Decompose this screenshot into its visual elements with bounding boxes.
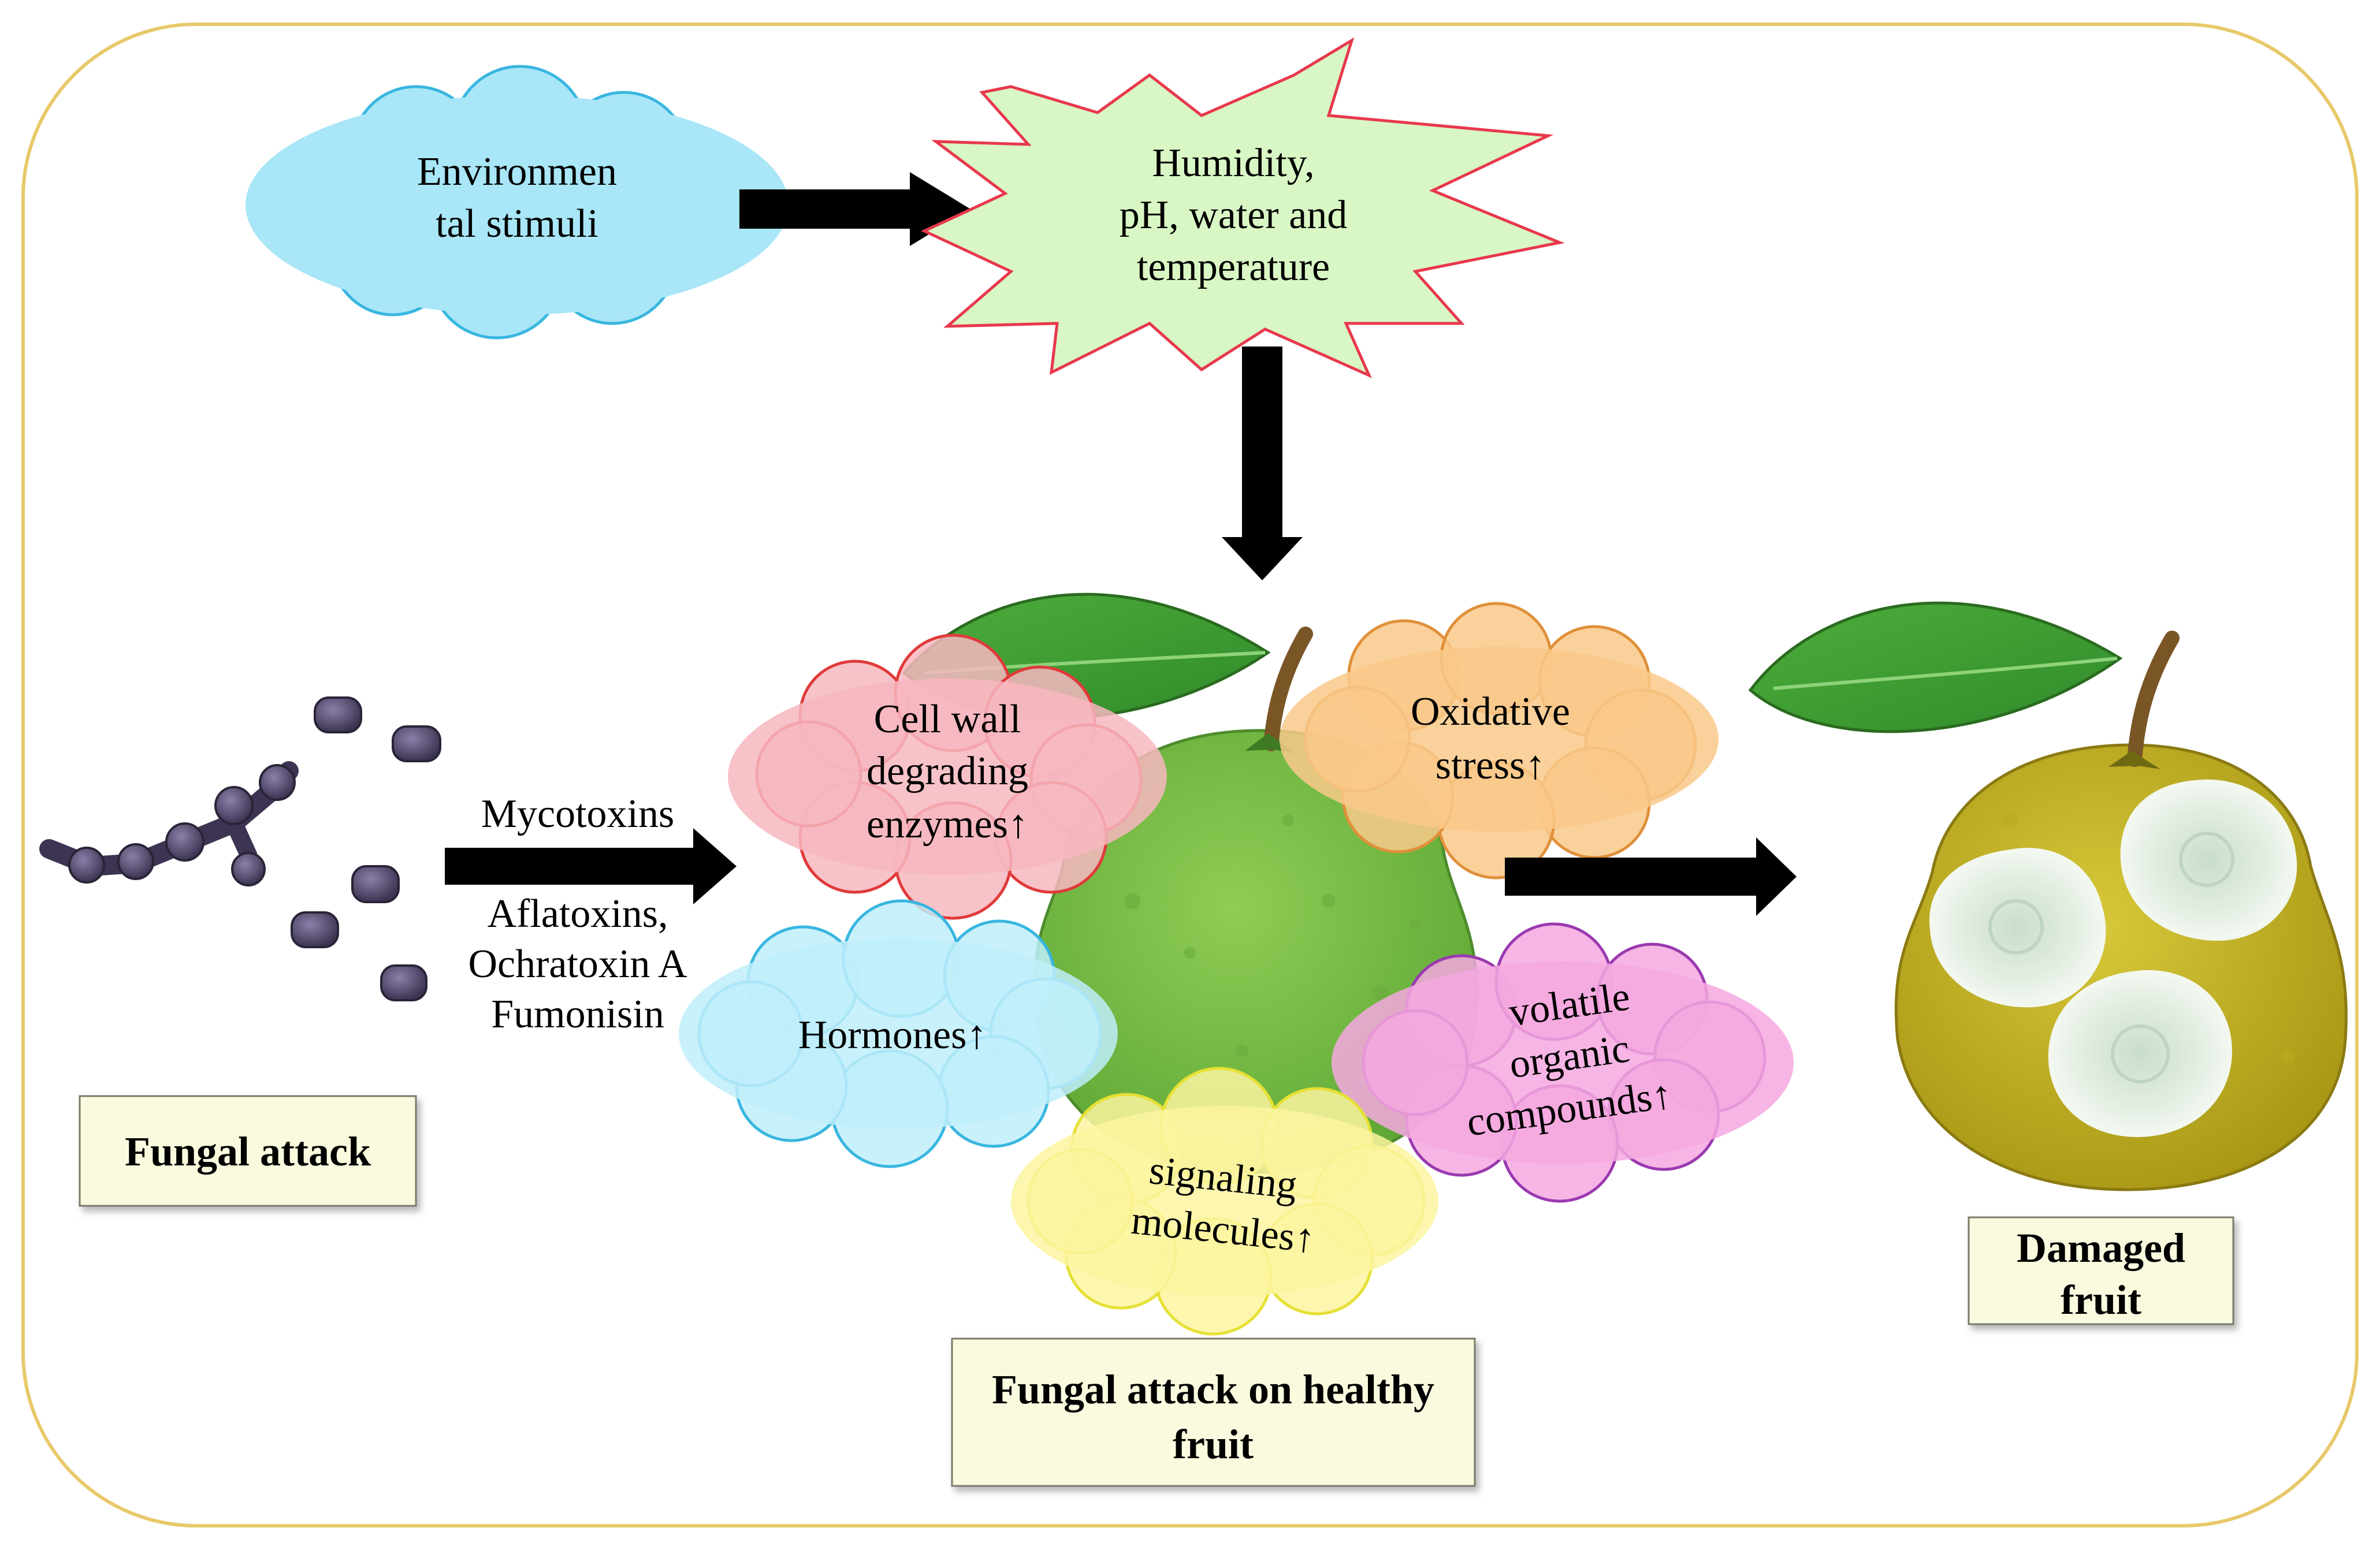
damaged-fruit-caption-line-2: fruit: [2061, 1277, 2141, 1323]
cell-wall-line-1: Cell wall: [874, 697, 1021, 742]
fungal-attack-caption-box: Fungal attack: [79, 1095, 417, 1207]
fungus-spores-illustration: [39, 696, 441, 1001]
arrow-healthy-to-damaged: [1505, 837, 1797, 916]
arrow-fungus-to-fruit: [445, 828, 737, 904]
hormones-cloud: Hormones↑: [679, 899, 1118, 1168]
healthy-fruit-caption-line-2: fruit: [1173, 1421, 1254, 1467]
oxidative-line-1: Oxidative: [1411, 690, 1570, 734]
fungal-attack-caption: Fungal attack: [125, 1128, 371, 1175]
environmental-line-1: Environmen: [417, 150, 617, 194]
mycotoxin-item-1: Aflatoxins,: [487, 892, 668, 936]
healthy-fruit-caption-line-1: Fungal attack on healthy: [992, 1366, 1434, 1413]
mycotoxin-item-3: Fumonisin: [491, 992, 664, 1037]
volatile-compounds-cloud: volatile organic compounds↑: [1332, 922, 1794, 1203]
cell-wall-line-3: enzymes↑: [867, 802, 1028, 847]
environmental-line-2: tal stimuli: [436, 202, 598, 246]
damaged-fruit-caption-box: Damaged fruit: [1968, 1216, 2234, 1325]
oxidative-line-2: stress↑: [1436, 743, 1546, 788]
hormones-label: Hormones↑: [798, 1013, 987, 1057]
factors-line-1: Humidity,: [1152, 141, 1314, 185]
cell-wall-enzymes-cloud: Cell wall degrading enzymes↑: [728, 634, 1167, 920]
oxidative-stress-cloud: Oxidative stress↑: [1280, 602, 1719, 880]
environmental-factors-burst: Humidity, pH, water and temperature: [921, 37, 1565, 378]
arrow-factors-to-fruit: [1222, 346, 1303, 580]
cell-wall-line-2: degrading: [867, 749, 1028, 793]
arrow-env-to-factors: [739, 172, 970, 246]
damaged-fruit-illustration: [1748, 601, 2348, 1191]
signaling-molecules-cloud: signaling molecules↑: [1011, 1067, 1438, 1336]
damaged-fruit-caption-line-1: Damaged: [2017, 1225, 2185, 1271]
mycotoxin-item-2: Ochratoxin A: [468, 942, 687, 986]
environmental-stimuli-cloud: Environmen tal stimuli: [246, 65, 789, 340]
factors-line-2: pH, water and: [1120, 193, 1348, 237]
mycotoxins-heading: Mycotoxins: [481, 792, 674, 836]
healthy-fruit-caption-box: Fungal attack on healthy fruit: [951, 1337, 1476, 1487]
factors-line-3: temperature: [1137, 245, 1330, 289]
